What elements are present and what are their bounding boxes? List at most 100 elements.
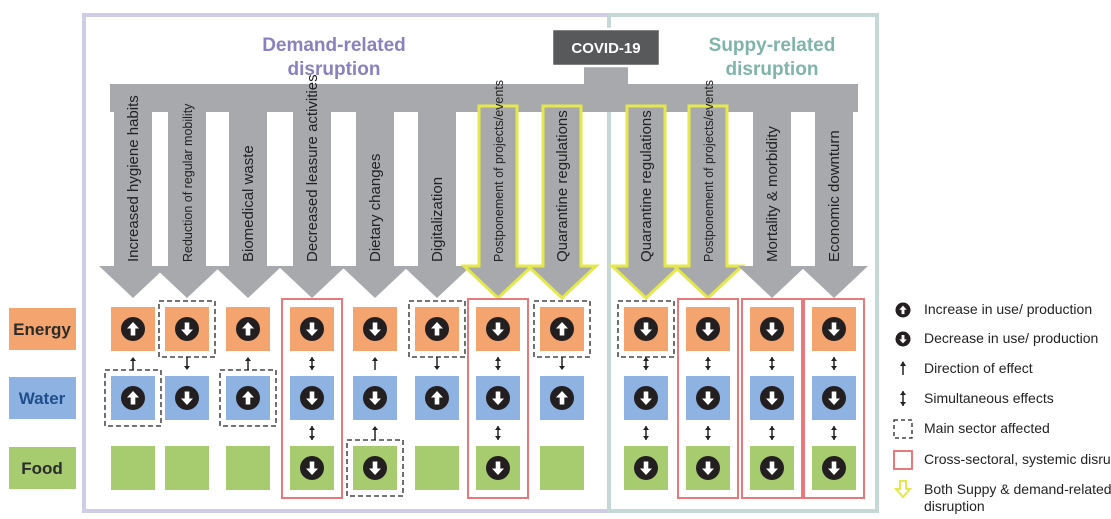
legend-label: Decrease in use/ production xyxy=(924,330,1098,346)
link-head-up xyxy=(372,357,378,361)
icon-arrow xyxy=(306,322,318,336)
increase-icon xyxy=(121,386,145,410)
link-head-down xyxy=(769,436,775,440)
icon-arrow xyxy=(899,334,907,344)
link-head-up xyxy=(495,426,501,430)
icon-arrow xyxy=(556,391,568,405)
food-cell xyxy=(415,446,459,490)
disruption-arrow: Quarantine regulations xyxy=(608,104,684,301)
sector-column xyxy=(677,298,739,499)
food-cell xyxy=(226,446,270,490)
disruption-arrow: Reduction of regular mobility xyxy=(153,103,221,298)
increase-icon xyxy=(550,386,574,410)
decrease-icon xyxy=(486,386,510,410)
row-label-box xyxy=(9,377,76,419)
disruption-arrow: Increased hygiene habits xyxy=(99,95,167,298)
direction-arrow xyxy=(372,357,378,370)
simultaneous-effect-arrow xyxy=(309,426,315,440)
increase-icon xyxy=(236,386,260,410)
direction-arrow xyxy=(372,426,378,440)
link-head-up xyxy=(900,391,906,395)
simultaneous-effect-arrow xyxy=(900,391,906,406)
decrease-icon xyxy=(300,386,324,410)
decrease-icon xyxy=(760,317,784,341)
sector-column xyxy=(346,307,404,497)
systemic-disruption-frame xyxy=(467,298,529,499)
icon-arrow xyxy=(242,391,254,405)
icon-arrow xyxy=(492,391,504,405)
link-head-down xyxy=(434,366,440,370)
simultaneous-effect-arrow xyxy=(643,426,649,440)
disruption-arrow: Mortality & morbidity xyxy=(738,106,806,298)
decrease-icon xyxy=(486,456,510,480)
link-head-up xyxy=(643,357,649,361)
arrow-shape xyxy=(800,106,868,298)
disruption-arrow: Postponement of projects/events xyxy=(670,80,746,301)
icon-arrow xyxy=(899,305,907,315)
increase-icon xyxy=(425,386,449,410)
icon-arrow xyxy=(766,391,778,405)
disruption-arrow: Decreased leasure activities xyxy=(278,74,346,298)
arrow-shape xyxy=(341,106,409,298)
link-head-up xyxy=(495,357,501,361)
direction-arrow xyxy=(130,357,136,370)
increase-icon xyxy=(895,302,911,318)
simultaneous-effect-arrow xyxy=(831,357,837,370)
icon-arrow xyxy=(702,391,714,405)
arrow-label: Quarantine regulations xyxy=(554,110,571,262)
increase-icon xyxy=(236,317,260,341)
icon-arrow xyxy=(828,391,840,405)
decrease-icon xyxy=(300,456,324,480)
legend-label: Increase in use/ production xyxy=(924,301,1092,317)
link-head-down xyxy=(831,436,837,440)
decrease-icon xyxy=(175,386,199,410)
link-head-up xyxy=(643,426,649,430)
simultaneous-effect-arrow xyxy=(495,357,501,370)
decrease-icon xyxy=(696,317,720,341)
link-head-up xyxy=(705,357,711,361)
link-head-up xyxy=(831,426,837,430)
direction-arrow xyxy=(434,357,440,370)
link-head-up xyxy=(245,357,251,361)
decrease-icon xyxy=(822,317,846,341)
arrow-label: Mortality & morbidity xyxy=(764,126,781,262)
systemic-disruption-frame xyxy=(677,298,739,499)
supply-title-line: disruption xyxy=(726,59,819,80)
icon-arrow xyxy=(766,461,778,475)
arrow-label: Dietary changes xyxy=(367,154,384,262)
simultaneous-effect-arrow xyxy=(831,426,837,440)
row-label-food: Food xyxy=(21,459,63,478)
icon-arrow xyxy=(369,322,381,336)
arrow-shape xyxy=(403,106,471,298)
legend-label: Cross-sectoral, systemic disruption xyxy=(924,451,1111,467)
row-label-water: Water xyxy=(19,389,66,408)
decrease-icon xyxy=(300,317,324,341)
link-head-down xyxy=(643,366,649,370)
sector-column xyxy=(104,307,162,490)
decrease-icon xyxy=(696,456,720,480)
icon-arrow xyxy=(306,391,318,405)
icon-arrow xyxy=(431,391,443,405)
decrease-icon xyxy=(760,456,784,480)
arrow-shape xyxy=(153,106,221,298)
legend-item-systemic: Cross-sectoral, systemic disruption xyxy=(893,450,1111,470)
legend-direction-head xyxy=(900,361,906,366)
arrow-shape xyxy=(738,106,806,298)
legend-systemic-box xyxy=(893,450,913,470)
link-head-up xyxy=(309,357,315,361)
link-head-up xyxy=(831,357,837,361)
icon-arrow xyxy=(640,391,652,405)
link-head-down xyxy=(831,366,837,370)
link-head-down xyxy=(495,366,501,370)
link-head-up xyxy=(769,357,775,361)
row-label-energy: Energy xyxy=(13,320,71,339)
food-cell xyxy=(111,446,155,490)
decrease-icon xyxy=(634,317,658,341)
link-head-down xyxy=(643,436,649,440)
arrow-label: Postponement of projects/events xyxy=(492,80,506,262)
arrow-label: Digitalization xyxy=(429,177,446,262)
disruption-arrow: Economic downturn xyxy=(800,106,868,298)
systemic-disruption-frame xyxy=(803,298,865,499)
